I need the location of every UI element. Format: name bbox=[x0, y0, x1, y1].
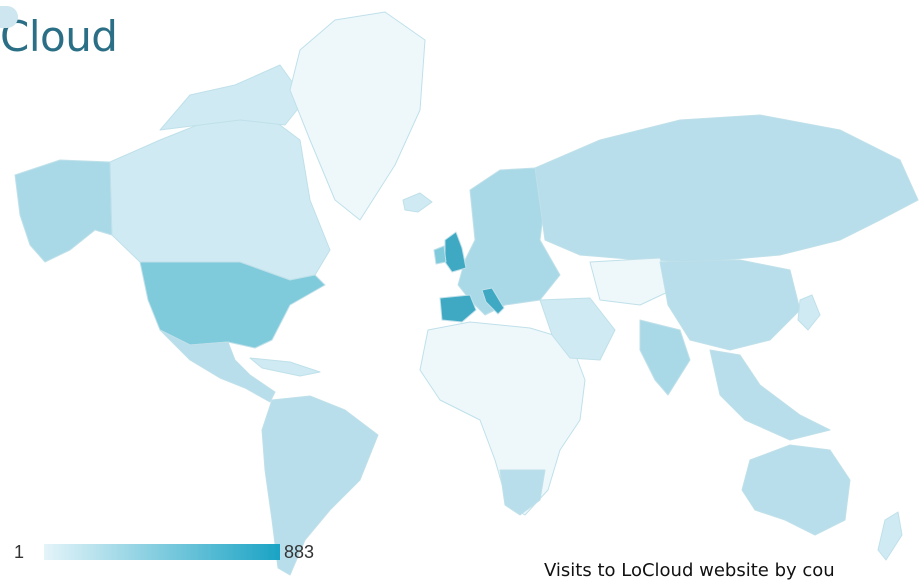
region-arctic-islands bbox=[159, 64, 306, 131]
region-mexico bbox=[159, 329, 276, 403]
region-uk bbox=[444, 231, 467, 273]
region-south-america bbox=[261, 395, 379, 576]
region-alaska bbox=[14, 159, 113, 263]
region-japan bbox=[797, 294, 821, 331]
region-new-zealand bbox=[877, 511, 903, 561]
brand-logo: Cloud bbox=[0, 6, 118, 61]
region-iceland bbox=[402, 192, 433, 213]
region-africa bbox=[419, 321, 586, 516]
region-southeast-asia bbox=[709, 349, 831, 441]
region-russia bbox=[534, 114, 919, 263]
region-greenland bbox=[289, 11, 426, 221]
region-central-asia bbox=[589, 257, 673, 306]
region-italy bbox=[481, 287, 505, 315]
region-southern-africa bbox=[499, 469, 546, 516]
legend-gradient-bar bbox=[44, 544, 280, 560]
region-middle-east bbox=[539, 297, 616, 361]
region-ireland bbox=[433, 245, 447, 265]
region-spain bbox=[439, 294, 477, 323]
region-caribbean bbox=[249, 357, 321, 377]
brand-name: Cloud bbox=[0, 12, 118, 61]
region-australia bbox=[741, 444, 851, 536]
region-china bbox=[659, 259, 801, 351]
region-canada bbox=[109, 109, 331, 281]
cloud-icon bbox=[0, 6, 18, 28]
legend-min-label: 1 bbox=[14, 542, 25, 562]
color-legend: 1 883 bbox=[8, 540, 338, 566]
region-india bbox=[639, 319, 691, 396]
legend-max-label: 883 bbox=[284, 542, 315, 562]
map-caption: Visits to LoCloud website by cou bbox=[544, 560, 835, 581]
